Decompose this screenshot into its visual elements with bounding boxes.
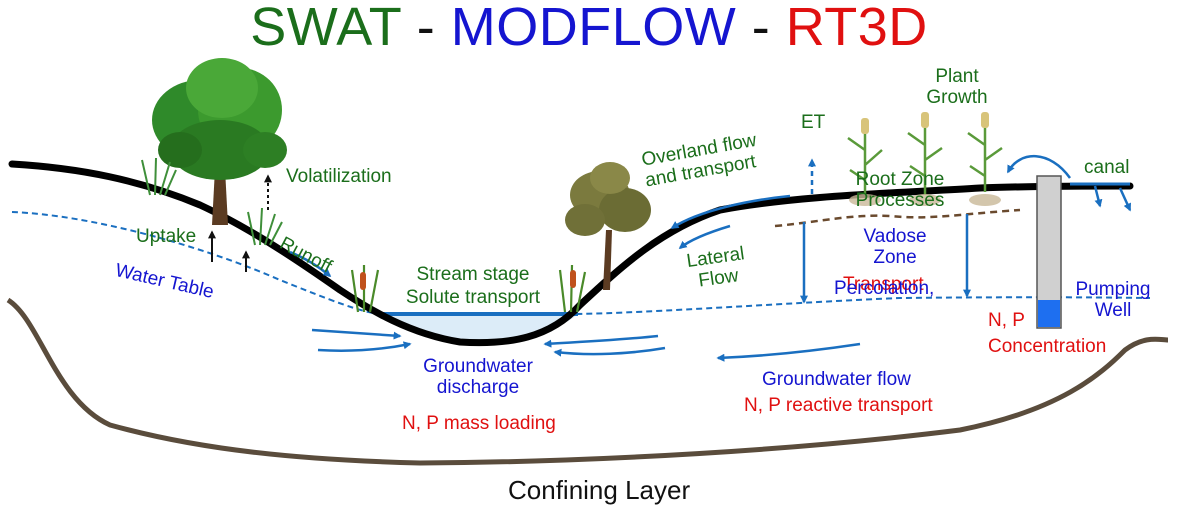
canal-arrow <box>1006 155 1072 179</box>
small-tree-icon <box>565 162 651 290</box>
label-root-zone-processes: Root Zone Processes <box>838 169 962 212</box>
gw-arrow-right-1 <box>543 334 659 348</box>
runoff-arrow <box>289 250 332 278</box>
grass-icon <box>141 157 283 246</box>
pumping-well-icon <box>1036 175 1062 329</box>
corn-plants-icon <box>847 120 1003 195</box>
label-stream-stage: Stream stage Solute transport <box>388 264 558 309</box>
water-table-line <box>11 211 1151 315</box>
label-np-mass-loading: N, P mass loading <box>402 413 556 434</box>
tree-icon <box>152 58 287 225</box>
gw-flow-arrow <box>716 342 861 362</box>
label-np-reactive-transport: N, P reactive transport <box>744 395 933 416</box>
label-groundwater-discharge: Groundwater discharge <box>408 356 548 399</box>
label-confining-layer: Confining Layer <box>508 475 691 505</box>
title-modflow: MODFLOW <box>450 0 737 57</box>
title-separator-1: - <box>401 0 451 57</box>
gw-arrow-right-2 <box>553 346 666 357</box>
root-zone-line <box>774 208 1021 228</box>
canal-drain-2 <box>1118 187 1132 212</box>
overland-flow-arrow <box>670 194 791 230</box>
label-vadose: Vadose <box>863 226 927 247</box>
title-separator-2: - <box>736 0 786 57</box>
label-np-well: N, P <box>988 310 1025 331</box>
label-stream-stage-line1: Stream stage <box>416 264 530 285</box>
label-volatilization: Volatilization <box>286 166 392 187</box>
label-pumping: Pumping <box>1075 279 1151 300</box>
label-groundwater-flow: Groundwater flow <box>762 369 911 390</box>
label-vadose-zone: Vadose Zone <box>840 226 950 269</box>
label-processes: Processes <box>855 190 945 212</box>
canal-drain-1 <box>1093 185 1103 208</box>
label-uptake: Uptake <box>136 226 197 247</box>
label-plant-growth: Plant Growth <box>912 66 1002 109</box>
page-title: SWAT - MODFLOW - RT3D <box>0 0 1178 58</box>
label-transport-overlap: Transport <box>843 274 924 295</box>
label-pumping-well: Pumping Well <box>1066 279 1160 322</box>
label-concentration: Concentration <box>988 336 1107 357</box>
label-et: ET <box>801 112 826 133</box>
label-well: Well <box>1094 300 1132 322</box>
label-zone: Zone <box>873 247 917 269</box>
title-rt3d: RT3D <box>785 0 928 57</box>
gw-arrow-left-1 <box>311 328 402 340</box>
label-growth: Growth <box>926 87 988 109</box>
label-plant: Plant <box>935 66 979 87</box>
label-root-zone: Root Zone <box>855 169 945 190</box>
confining-layer-line <box>6 297 1169 466</box>
flow-arrows <box>289 155 1132 362</box>
label-canal: canal <box>1084 157 1130 178</box>
label-solute-transport: Solute transport <box>405 287 541 309</box>
gw-arrow-left-2 <box>317 341 412 352</box>
label-gw-discharge-line1: Groundwater <box>423 356 533 377</box>
label-percolation: Percolation, <box>834 278 935 299</box>
label-gw-discharge-line2: discharge <box>436 377 520 399</box>
title-swat: SWAT <box>250 0 402 57</box>
lateral-flow-arrow <box>678 224 731 249</box>
